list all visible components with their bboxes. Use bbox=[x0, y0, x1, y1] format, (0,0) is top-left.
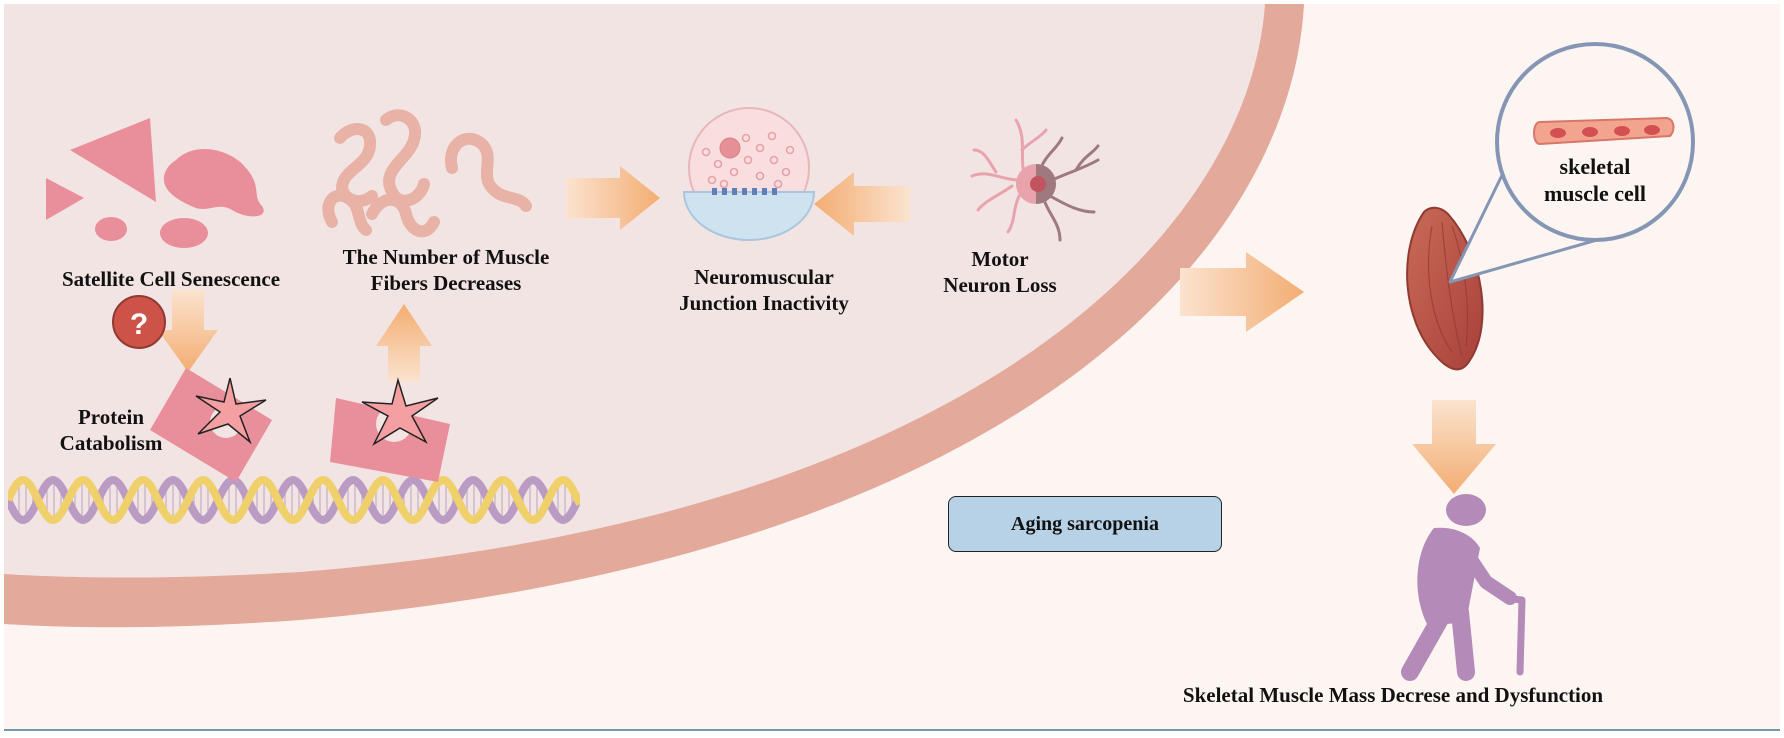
star-icon-2 bbox=[361, 377, 439, 447]
cell-interior bbox=[4, 4, 1265, 578]
callout-ring bbox=[1495, 42, 1695, 242]
star-icon bbox=[195, 377, 267, 445]
question-mark: ? bbox=[130, 308, 148, 341]
arrow-catabolism-to-fibers bbox=[376, 304, 432, 382]
dna-helix-icon bbox=[8, 476, 580, 524]
arrow-muscle-to-person bbox=[1412, 400, 1496, 494]
elderly-person-icon bbox=[1401, 494, 1526, 681]
arrow-to-muscle bbox=[1180, 252, 1304, 332]
satellite-cell-shapes bbox=[46, 118, 264, 248]
muscle-fibers bbox=[322, 109, 532, 238]
synapse-icon bbox=[682, 107, 816, 241]
muscle-icon bbox=[1406, 206, 1484, 371]
label-muscle-mass-decrease: Skeletal Muscle Mass Decrese and Dysfunc… bbox=[1182, 683, 1604, 707]
arrow-senescence-to-catabolism bbox=[158, 290, 218, 372]
neuron-icon bbox=[970, 118, 1100, 242]
arrow-neuron-to-junction bbox=[814, 172, 910, 236]
aging-sarcopenia-box: Aging sarcopenia bbox=[948, 496, 1222, 552]
question-icon: ? bbox=[112, 295, 166, 349]
label-satellite-cell-senescence: Satellite Cell Senescence bbox=[61, 267, 281, 291]
aging-sarcopenia-label: Aging sarcopenia bbox=[1011, 512, 1159, 535]
muscle-cell-icon bbox=[1533, 116, 1675, 146]
arrow-fibers-to-junction bbox=[566, 166, 660, 230]
